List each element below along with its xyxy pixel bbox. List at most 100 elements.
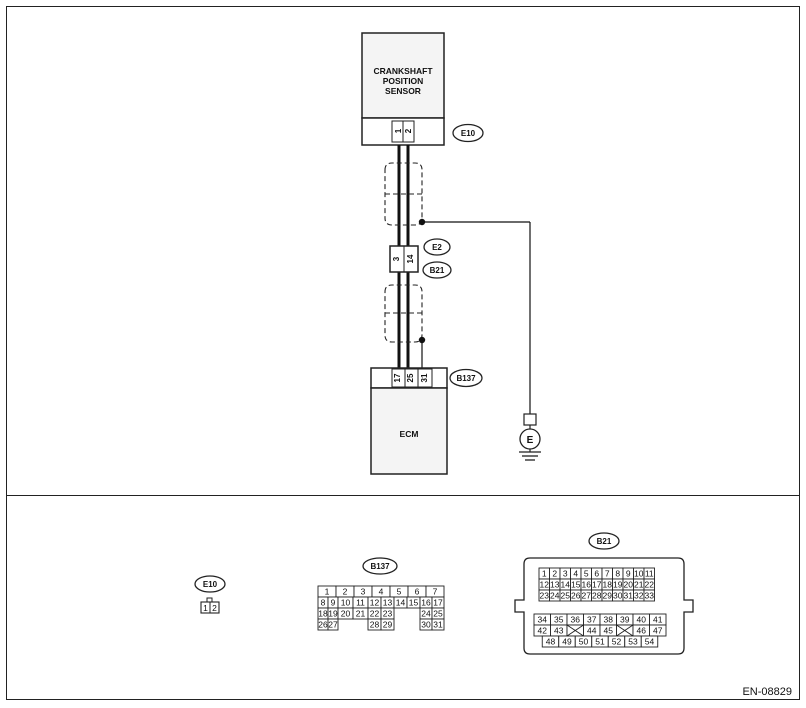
b21-pin-51: 51 [591, 635, 609, 648]
svg-text:2: 2 [343, 587, 348, 597]
svg-text:22: 22 [645, 580, 655, 590]
b21-pin-24: 24 [549, 589, 561, 602]
svg-text:48: 48 [546, 637, 556, 647]
svg-text:29: 29 [383, 620, 393, 630]
b21-pin-54: 54 [640, 635, 659, 648]
b21-pin-49: 49 [558, 635, 576, 648]
svg-text:25: 25 [433, 609, 443, 619]
connector-view-e10: E10 1 2 [194, 575, 226, 614]
b21-pin-8: 8 [612, 567, 624, 580]
svg-text:18: 18 [318, 609, 328, 619]
svg-text:31: 31 [433, 620, 443, 630]
b21-pin-18: 18 [601, 578, 613, 591]
svg-text:26: 26 [318, 620, 328, 630]
b21-pin-50: 50 [574, 635, 593, 648]
svg-text:24: 24 [550, 591, 560, 601]
svg-text:B137: B137 [456, 374, 476, 383]
svg-text:29: 29 [603, 591, 613, 601]
ecm-pin-17: 17 [393, 373, 402, 382]
b21-pin-4: 4 [570, 567, 582, 580]
svg-text:17: 17 [433, 598, 443, 608]
b21-pin-21: 21 [633, 578, 645, 591]
b21-pin-6: 6 [591, 567, 603, 580]
svg-text:32: 32 [634, 591, 644, 601]
svg-text:14: 14 [561, 580, 571, 590]
b21-pin-44: 44 [583, 624, 601, 637]
svg-text:19: 19 [613, 580, 623, 590]
svg-text:23: 23 [540, 591, 550, 601]
b21-pin-48: 48 [541, 635, 560, 648]
svg-text:10: 10 [634, 569, 644, 579]
b137-pin-28: 28 [367, 618, 382, 631]
b137-pin-31: 31 [431, 618, 445, 631]
svg-text:20: 20 [624, 580, 634, 590]
b137-pin-23: 23 [380, 607, 395, 620]
b21-pin-25: 25 [559, 589, 571, 602]
svg-text:54: 54 [645, 637, 655, 647]
svg-text:9: 9 [626, 569, 631, 579]
b21-pin-19: 19 [612, 578, 624, 591]
svg-text:5: 5 [397, 587, 402, 597]
b21-pin-32: 32 [633, 589, 645, 602]
ecm-label: ECM [400, 429, 419, 439]
svg-text:34: 34 [538, 615, 548, 625]
b21-pin-37: 37 [583, 613, 601, 626]
svg-text:B137: B137 [370, 562, 390, 571]
joint-connector: 3 14 [389, 245, 419, 273]
b137-pin-11: 11 [352, 596, 369, 609]
b21-pin-9: 9 [622, 567, 634, 580]
svg-text:17: 17 [592, 580, 602, 590]
joint-pin-14: 14 [406, 254, 415, 263]
svg-text:23: 23 [383, 609, 393, 619]
b137-pin-14: 14 [393, 596, 408, 609]
svg-text:42: 42 [538, 626, 548, 636]
connector-tag-b137: B137 [449, 368, 483, 388]
joint-pin-3: 3 [392, 256, 401, 261]
b21-pin-53: 53 [624, 635, 642, 648]
b137-pin-19: 19 [327, 607, 339, 620]
harness-wires [397, 145, 531, 414]
b21-pin-16: 16 [580, 578, 592, 591]
section-divider [6, 495, 800, 496]
b137-pin-20: 20 [337, 607, 354, 620]
svg-text:B21: B21 [430, 266, 445, 275]
b21-pin-14: 14 [559, 578, 571, 591]
b21-pin-15: 15 [570, 578, 582, 591]
b137-pin-2: 2 [335, 585, 355, 598]
svg-text:16: 16 [582, 580, 592, 590]
svg-text:52: 52 [612, 637, 622, 647]
b137-pin-17: 17 [431, 596, 445, 609]
svg-text:40: 40 [637, 615, 647, 625]
b21-pin-38: 38 [599, 613, 617, 626]
b21-blank-cavity [566, 624, 584, 637]
ecm-pin-25: 25 [406, 373, 415, 382]
svg-text:2: 2 [212, 603, 217, 613]
svg-text:21: 21 [356, 609, 366, 619]
shield-junction-lower [418, 336, 426, 344]
svg-text:26: 26 [571, 591, 581, 601]
svg-text:1: 1 [542, 569, 547, 579]
svg-text:4: 4 [573, 569, 578, 579]
b137-pin-25: 25 [431, 607, 445, 620]
svg-text:4: 4 [379, 587, 384, 597]
b137-pin-5: 5 [389, 585, 409, 598]
b21-pin-7: 7 [601, 567, 613, 580]
svg-text:30: 30 [613, 591, 623, 601]
svg-text:36: 36 [571, 615, 581, 625]
svg-text:49: 49 [562, 637, 572, 647]
b137-pin-21: 21 [352, 607, 369, 620]
b21-pin-23: 23 [538, 589, 550, 602]
shield-upper [384, 162, 423, 226]
svg-text:50: 50 [579, 637, 589, 647]
svg-text:15: 15 [571, 580, 581, 590]
svg-text:27: 27 [582, 591, 592, 601]
b21-pin-22: 22 [643, 578, 655, 591]
svg-text:38: 38 [604, 615, 614, 625]
b21-pin-45: 45 [599, 624, 617, 637]
svg-text:33: 33 [645, 591, 655, 601]
ecm-block: 17 25 31 ECM [370, 367, 448, 475]
svg-text:45: 45 [604, 626, 614, 636]
b21-pin-47: 47 [649, 624, 667, 637]
svg-text:E2: E2 [432, 243, 442, 252]
